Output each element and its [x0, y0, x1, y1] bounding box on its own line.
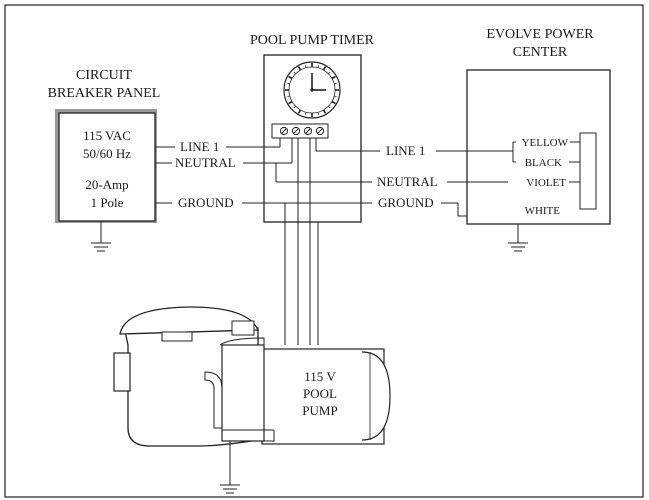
wire-label-ground-right: GROUND — [378, 195, 434, 210]
panel-ground-symbol — [91, 242, 111, 252]
center-terminal-violet: VIOLET — [526, 177, 566, 189]
pump-ground-symbol — [220, 484, 240, 494]
timer-terminal-screw-icons — [279, 126, 325, 136]
panel-spec-voltage: 115 VAC — [83, 128, 131, 143]
pool-pump-illustration: 115 V POOL PUMP — [113, 306, 391, 494]
evolve-power-center: EVOLVE POWER CENTER YELLOW BLACK VIOLET … — [466, 27, 611, 252]
timer-title: POOL PUMP TIMER — [250, 33, 375, 48]
center-terminal-black: BLACK — [525, 157, 562, 169]
clock-tick — [293, 105, 297, 109]
center-title-line1: EVOLVE POWER — [486, 27, 594, 42]
pump-lid-knob — [161, 331, 193, 342]
clock-tick — [327, 105, 331, 109]
pump-label-pool: POOL — [303, 386, 337, 401]
clock-tick — [317, 65, 319, 68]
clock-tick — [334, 95, 337, 97]
center-ground-symbol — [508, 242, 528, 252]
pump-coupling — [221, 344, 265, 442]
panel-spec-frequency: 50/60 Hz — [83, 146, 131, 161]
wire-label-neutral-right: NEUTRAL — [377, 174, 438, 189]
wire-label-ground-left: GROUND — [178, 195, 234, 210]
pool-pump-timer: POOL PUMP TIMER — [250, 33, 375, 223]
pump-label-pump: PUMP — [302, 403, 337, 418]
clock-tick — [322, 109, 327, 114]
clock-tick — [287, 83, 290, 85]
panel-box — [58, 112, 156, 222]
wire-label-line1-right: LINE 1 — [386, 143, 425, 158]
clock-tick — [293, 71, 297, 75]
panel-title-line1: CIRCUIT — [76, 68, 132, 83]
panel-spec-poles: 1 Pole — [91, 195, 124, 210]
center-terminal-white: WHITE — [525, 205, 561, 217]
clock-tick — [287, 95, 290, 97]
clock-tick — [331, 75, 336, 80]
clock-tick — [288, 75, 293, 80]
diagram-frame — [4, 4, 644, 498]
pump-inlet-port — [113, 352, 131, 392]
center-terminal-yellow: YELLOW — [522, 137, 569, 149]
clock-tick — [297, 109, 302, 114]
wire-label-neutral-left: NEUTRAL — [175, 155, 236, 170]
clock-tick — [317, 112, 319, 115]
clock-tick — [322, 66, 327, 71]
clock-tick — [297, 66, 302, 71]
pump-label-voltage: 115 V — [304, 369, 336, 384]
wire-label-line1-left: LINE 1 — [180, 139, 219, 154]
panel-title-line2: BREAKER PANEL — [48, 86, 161, 101]
clock-tick — [305, 112, 307, 115]
center-terminal-strip — [579, 132, 597, 210]
clock-tick — [331, 100, 336, 105]
center-title-line2: CENTER — [513, 45, 568, 60]
clock-tick — [334, 83, 337, 85]
wiring: LINE 1 NEUTRAL LINE 1 NEUTRAL GROUND GRO… — [155, 138, 516, 345]
clock-tick — [305, 65, 307, 68]
clock-tick — [327, 71, 331, 75]
circuit-breaker-panel: CIRCUIT BREAKER PANEL 115 VAC 50/60 Hz 2… — [48, 68, 161, 252]
clock-tick — [288, 100, 293, 105]
timer-clock-icon — [283, 61, 341, 119]
panel-spec-amperage: 20-Amp — [85, 177, 128, 192]
